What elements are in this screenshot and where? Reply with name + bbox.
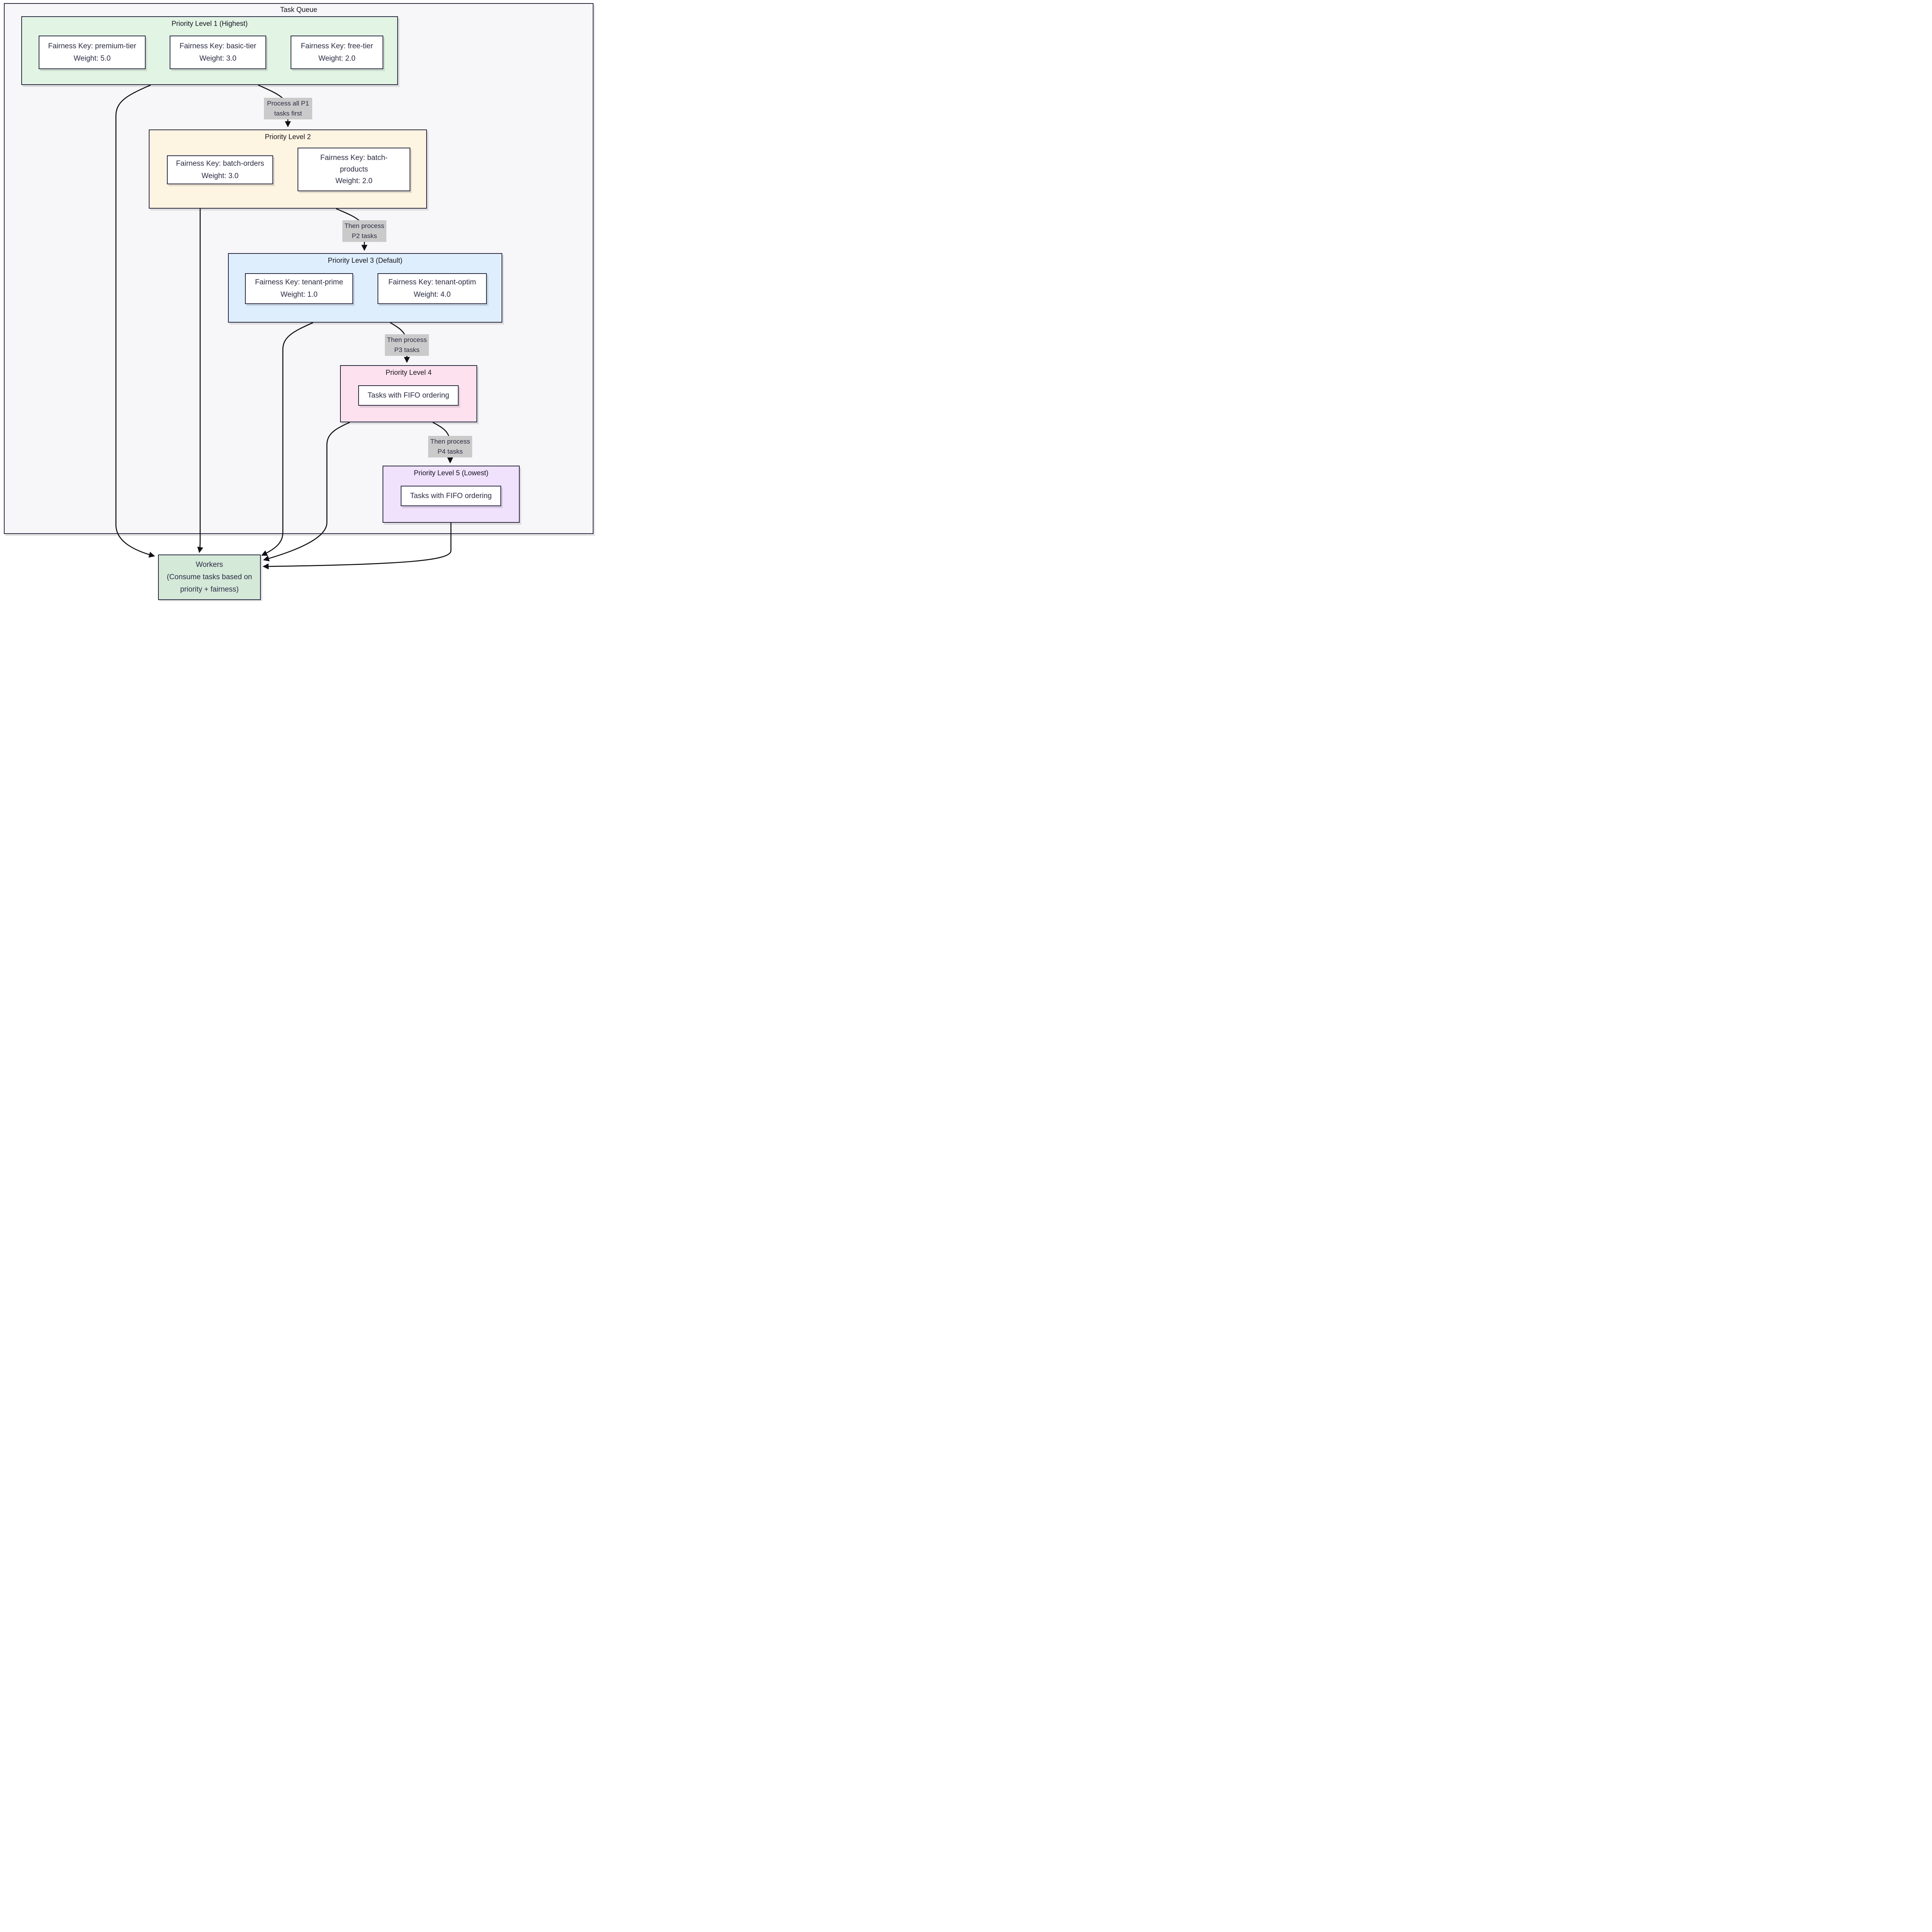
fairness-node-batch-orders: Fairness Key: batch-orders Weight: 3.0 [167,155,273,184]
priority-level-1-title: Priority Level 1 (Highest) [171,20,248,27]
priority-level-4-panel: Priority Level 4 Tasks with FIFO orderin… [340,365,477,422]
priority-level-3-panel: Priority Level 3 (Default) Fairness Key:… [228,253,502,323]
fairness-key-label: Fairness Key: basic-tier [179,42,257,50]
priority-level-2-panel: Priority Level 2 Fairness Key: batch-ord… [149,129,427,209]
edge-label-line: P4 tasks [437,448,463,455]
edge-label-line: P3 tasks [394,346,420,354]
edge-label-line: Process all P1 [267,100,309,107]
fifo-node-p4: Tasks with FIFO ordering [358,385,459,406]
weight-label: Weight: 3.0 [201,172,239,180]
fairness-node-free-tier: Fairness Key: free-tier Weight: 2.0 [291,36,383,69]
fairness-key-label: Fairness Key: batch-orders [176,159,264,168]
edge-label-p2-p3: Then process P2 tasks [342,220,386,242]
edge-label-p1-p2: Process all P1 tasks first [264,98,312,119]
fifo-label: Tasks with FIFO ordering [410,492,492,500]
priority-level-3-title: Priority Level 3 (Default) [328,257,403,264]
weight-label: Weight: 2.0 [335,177,372,185]
weight-label: Weight: 4.0 [413,291,451,299]
fairness-key-label: Fairness Key: tenant-prime [255,278,344,286]
edge-label-line: Then process [344,222,384,230]
priority-level-2-title: Priority Level 2 [265,133,311,141]
fairness-node-tenant-prime: Fairness Key: tenant-prime Weight: 1.0 [245,273,353,304]
fifo-node-p5: Tasks with FIFO ordering [401,486,501,506]
edge-label-line: tasks first [274,110,302,117]
workers-node: Workers (Consume tasks based on priority… [158,554,261,600]
priority-level-5-panel: Priority Level 5 (Lowest) Tasks with FIF… [383,466,520,523]
fifo-label: Tasks with FIFO ordering [367,391,449,400]
task-queue-title: Task Queue [280,6,318,14]
fairness-key-label: Fairness Key: batch- [320,153,388,162]
edge-label-p4-p5: Then process P4 tasks [428,436,472,457]
workers-subtitle-2: priority + fairness) [180,585,239,594]
fairness-node-basic-tier: Fairness Key: basic-tier Weight: 3.0 [170,36,266,69]
weight-label: Weight: 2.0 [318,54,355,63]
weight-label: Weight: 3.0 [199,54,236,63]
fairness-node-premium-tier: Fairness Key: premium-tier Weight: 5.0 [39,36,146,69]
fairness-key-label-wrap: products [340,165,368,173]
edge-label-p3-p4: Then process P3 tasks [385,334,429,356]
fairness-key-label: Fairness Key: free-tier [301,42,373,50]
edge-label-line: P2 tasks [352,232,377,240]
flowchart-canvas: Task Queue Priority Level 1 (Highest) Fa… [0,0,596,601]
workers-title: Workers [196,561,223,569]
fairness-key-label: Fairness Key: tenant-optim [388,278,476,286]
weight-label: Weight: 1.0 [281,291,318,299]
workers-subtitle-1: (Consume tasks based on [167,573,252,581]
edge-label-line: Then process [430,438,470,445]
priority-level-4-title: Priority Level 4 [385,369,432,376]
fairness-node-tenant-optim: Fairness Key: tenant-optim Weight: 4.0 [378,273,487,304]
fairness-node-batch-products: Fairness Key: batch- products Weight: 2.… [298,148,410,191]
priority-level-1-panel: Priority Level 1 (Highest) Fairness Key:… [21,16,398,85]
weight-label: Weight: 5.0 [73,54,111,63]
fairness-key-label: Fairness Key: premium-tier [48,42,136,50]
edge-label-line: Then process [387,336,427,344]
priority-level-5-title: Priority Level 5 (Lowest) [413,469,489,477]
